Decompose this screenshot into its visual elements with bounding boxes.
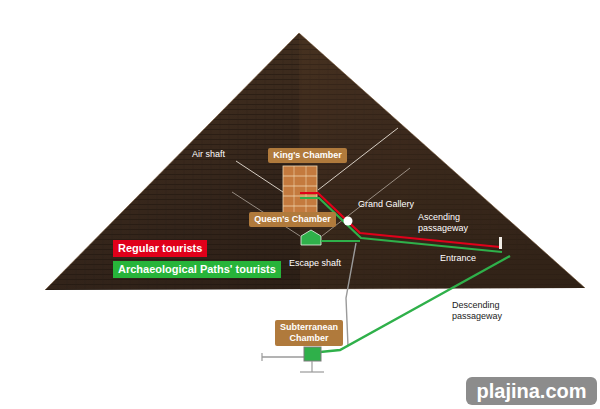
legend-text: Archaeological Paths' tourists — [118, 263, 276, 276]
part-label: Air shaft — [192, 149, 225, 160]
part-label: Entrance — [440, 253, 476, 264]
chamber-label-box: King's Chamber — [268, 148, 347, 163]
part-label: Descending passageway — [452, 300, 512, 322]
watermark: plajina.com — [466, 377, 597, 405]
part-label: Ascending passageway — [418, 212, 470, 234]
legend-swatch: Regular tourists — [113, 240, 207, 257]
chamber-name: Queen's Chamber — [254, 214, 331, 225]
chamber-label-box: Queen's Chamber — [249, 212, 336, 227]
chamber-label-box: Subterranean Chamber — [275, 320, 343, 346]
part-label: Grand Gallery — [358, 199, 414, 210]
chamber-name: Subterranean Chamber — [280, 322, 338, 344]
chamber-name: King's Chamber — [273, 150, 342, 161]
part-label: Escape shaft — [289, 258, 341, 269]
legend-swatch: Archaeological Paths' tourists — [113, 261, 281, 278]
subterranean-figure — [262, 347, 324, 372]
legend-text: Regular tourists — [118, 242, 202, 255]
